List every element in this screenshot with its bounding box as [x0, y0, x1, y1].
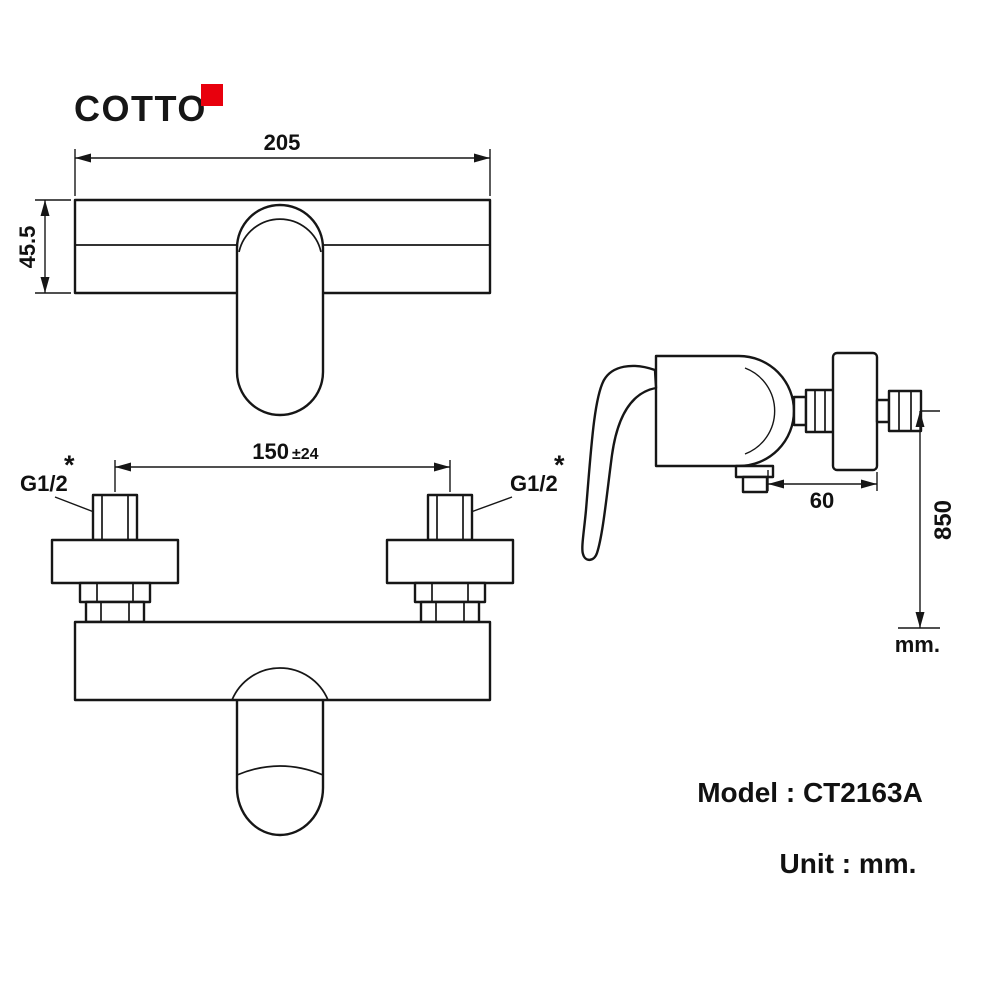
- arrowhead-left: [75, 153, 91, 163]
- lever-handle: [581, 364, 658, 562]
- arrowhead-down: [40, 277, 50, 293]
- handle-dome-arc: [238, 218, 322, 253]
- escutcheon-flange: [50, 538, 180, 585]
- right-thread-asterisk: *: [554, 450, 565, 480]
- handle-base-arch: [231, 667, 329, 701]
- escutcheon-flange: [385, 538, 515, 585]
- handle-capsule: [235, 203, 325, 417]
- dim-side-depth-label: 60: [810, 488, 834, 513]
- faucet-body-front: [73, 620, 492, 702]
- handle-front: [235, 700, 325, 837]
- inlet-connector-left: [50, 493, 180, 624]
- dimension-hole-span: 150 ±24: [114, 439, 451, 492]
- dim-top-depth-label: 45.5: [15, 226, 40, 269]
- dimension-top-depth: 45.5: [15, 199, 71, 294]
- thread-fitting: [91, 493, 139, 542]
- dim-hole-tolerance-label: ±24: [292, 446, 319, 463]
- arrowhead-left: [768, 479, 784, 489]
- left-thread-label: G1/2: [20, 471, 68, 496]
- arrowhead-right: [861, 479, 877, 489]
- dim-install-height-label: 850: [930, 500, 957, 540]
- dimension-side-depth: 60: [767, 470, 878, 513]
- dim-top-width-label: 205: [264, 130, 301, 155]
- valve-body: [654, 354, 796, 468]
- front-view: 150 ±24 G1/2 * G1/2 *: [20, 439, 565, 837]
- hex-nut-upper: [413, 581, 487, 604]
- arrowhead-up: [40, 200, 50, 216]
- brand-name: COTTO: [74, 88, 207, 129]
- thread-callout-left: G1/2 *: [20, 450, 95, 513]
- handle-cap-seam: [236, 765, 324, 776]
- pipe-collar: [792, 395, 808, 427]
- dimension-install-height: 850 mm.: [895, 411, 957, 657]
- body-dome-arc: [744, 367, 776, 455]
- brand-logo: COTTO: [74, 84, 223, 129]
- right-thread-label: G1/2: [510, 471, 558, 496]
- wall-hex-fitting: [887, 389, 923, 433]
- arrowhead-up: [915, 411, 925, 427]
- arrowhead-right: [434, 462, 450, 472]
- arrowhead-right: [474, 153, 490, 163]
- dim-height-unit-label: mm.: [895, 632, 940, 657]
- handle-end-cap: [235, 787, 325, 837]
- hex-nut-upper: [78, 581, 152, 604]
- dim-hole-span-label: 150: [252, 439, 289, 464]
- dimension-top-width: 205: [74, 130, 491, 196]
- side-view: 60 850 mm.: [581, 351, 957, 657]
- arrowhead-down: [915, 612, 925, 628]
- top-view: 205 45.5: [15, 130, 492, 417]
- leader-line: [470, 496, 513, 513]
- wall-flange: [831, 351, 879, 472]
- brand-red-square: [201, 84, 223, 106]
- wall-shaft: [875, 398, 891, 424]
- footer-notes: Model : CT2163A Unit : mm.: [697, 777, 923, 879]
- thread-callout-right: G1/2 *: [470, 450, 565, 513]
- hex-nut-lower: [419, 600, 481, 624]
- leader-line: [54, 496, 95, 513]
- arrowhead-left: [115, 462, 131, 472]
- left-thread-asterisk: *: [64, 450, 75, 480]
- hex-nut-lower: [84, 600, 146, 624]
- unit-text: Unit : mm.: [780, 848, 917, 879]
- outlet-nipple: [741, 475, 769, 494]
- union-nut: [804, 388, 836, 434]
- inlet-connector-right: [385, 493, 515, 624]
- model-text: Model : CT2163A: [697, 777, 923, 808]
- thread-fitting: [426, 493, 474, 542]
